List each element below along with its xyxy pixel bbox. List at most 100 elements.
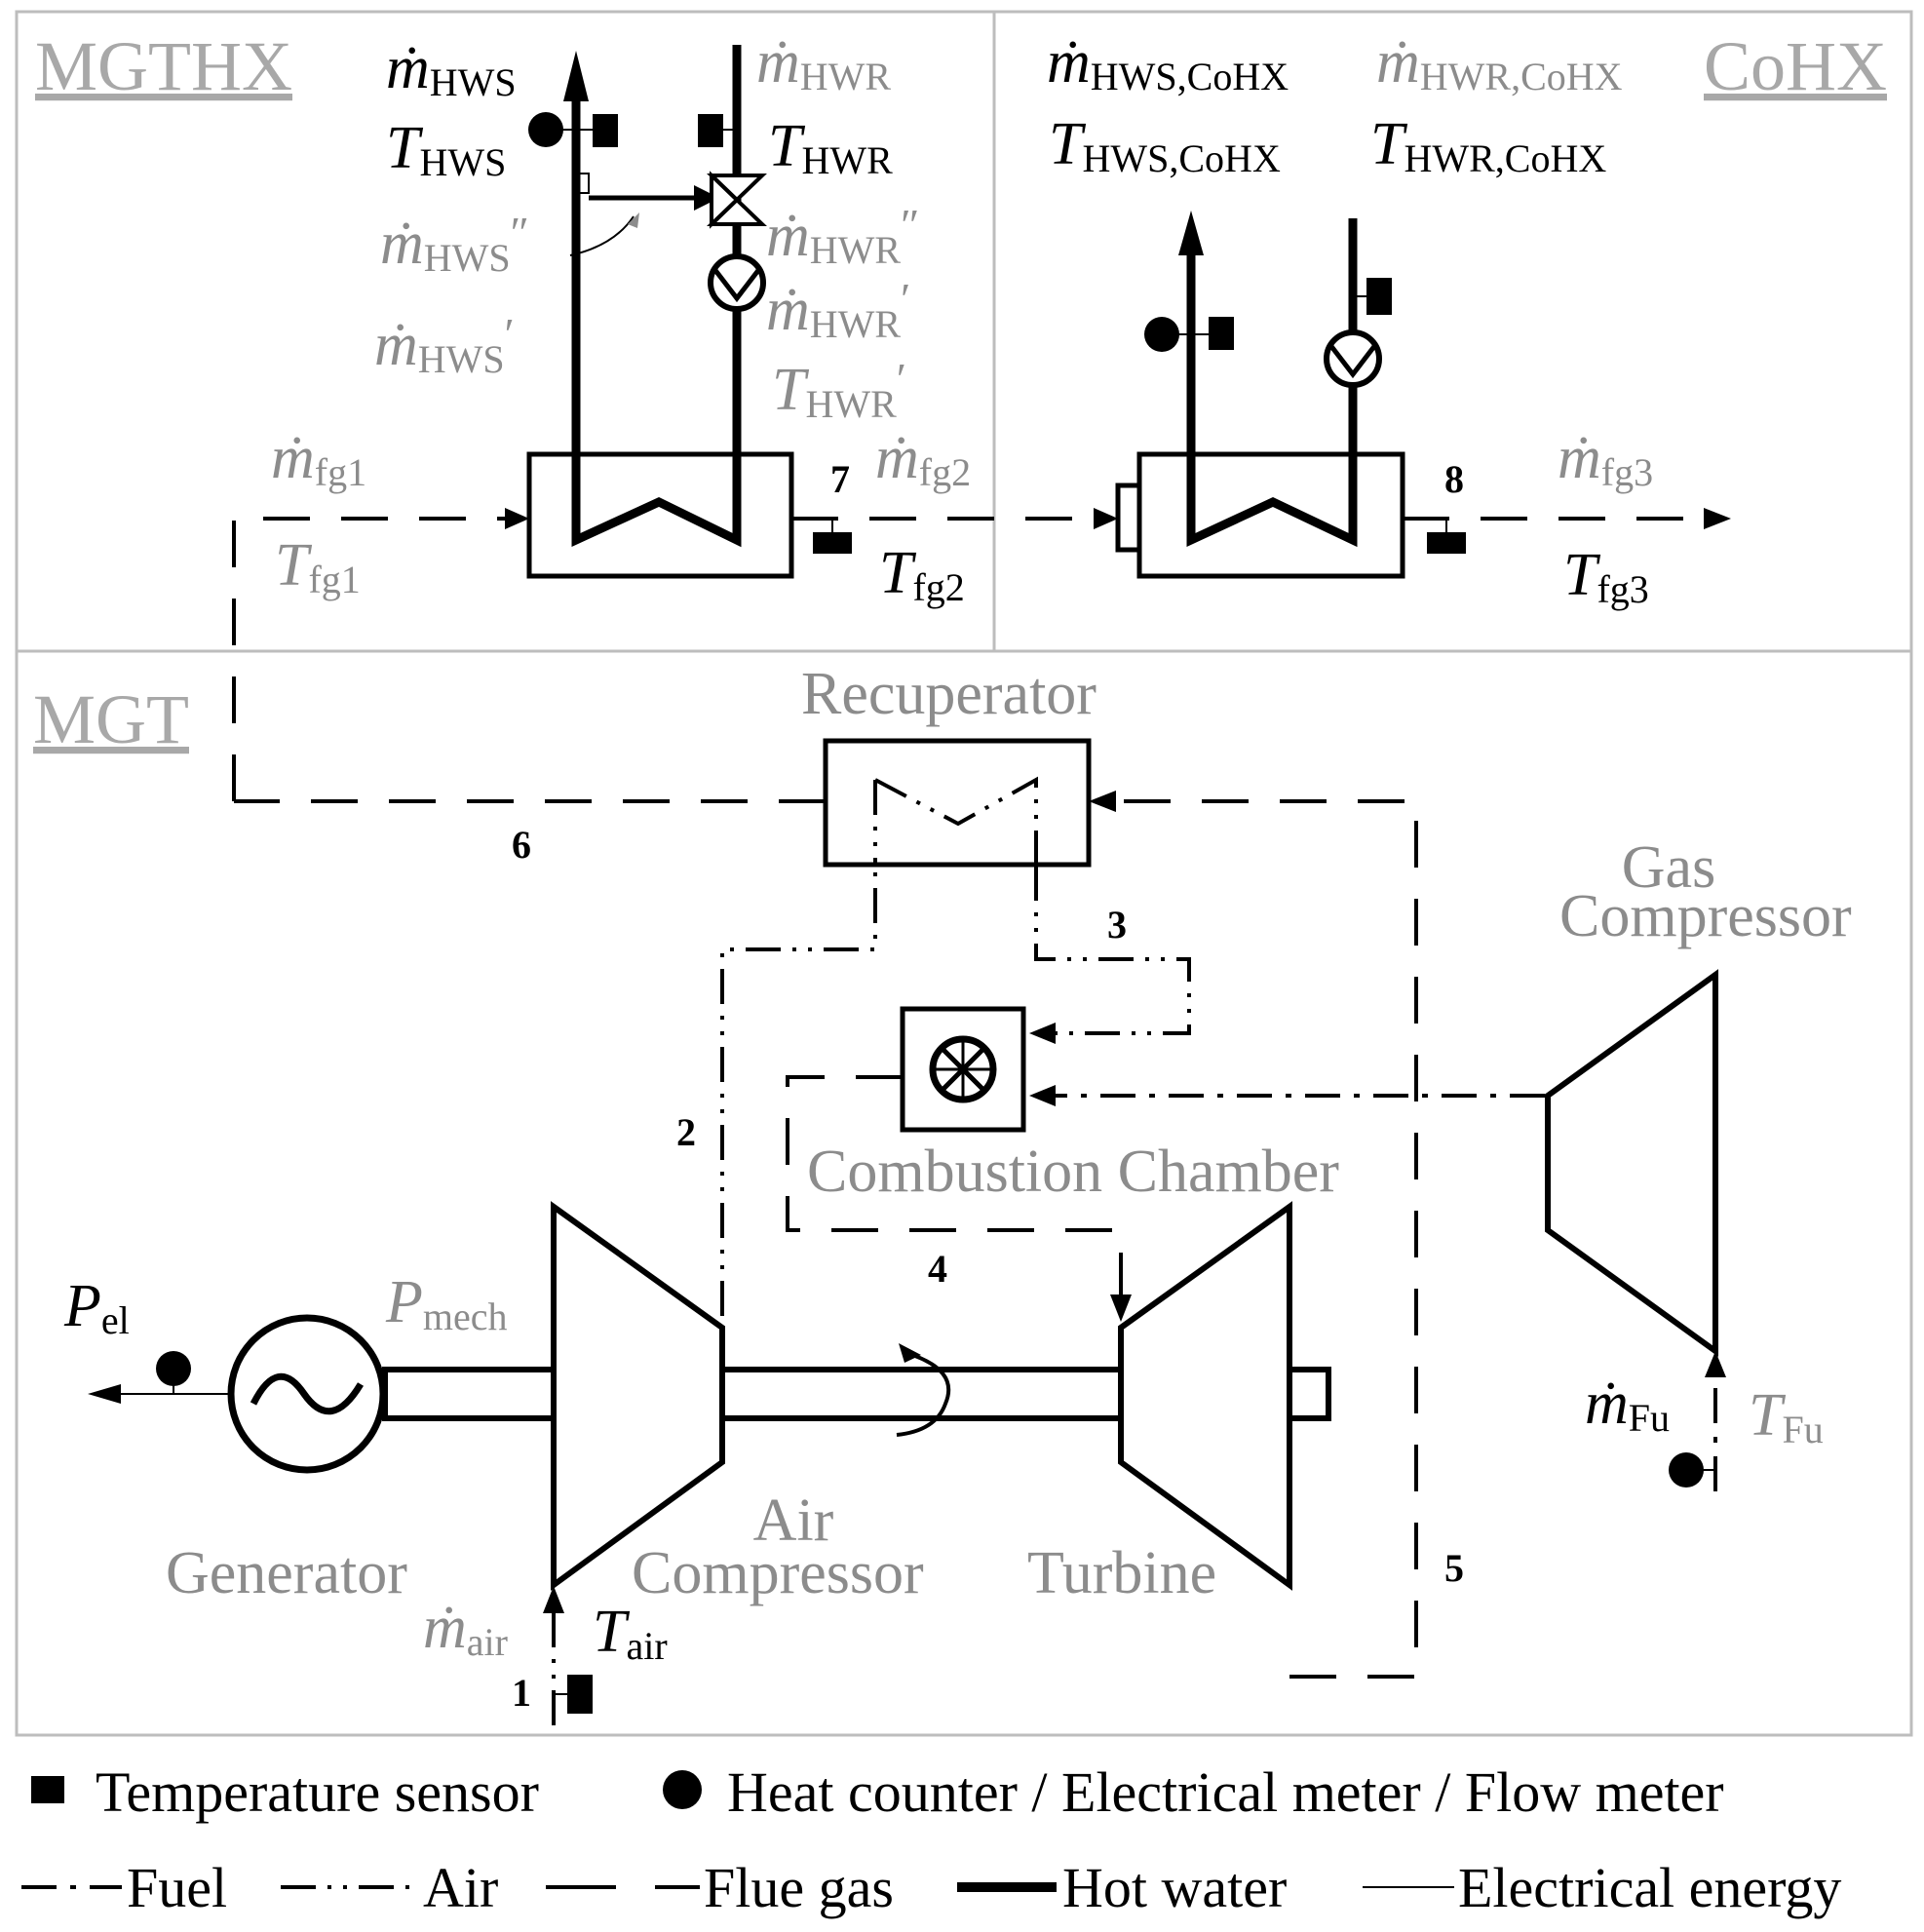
flue-gas-line-5 xyxy=(1114,799,1418,1679)
cohx-burner xyxy=(1115,483,1142,553)
mgthx-coil xyxy=(571,454,742,548)
section-label-mgthx: MGTHX xyxy=(35,27,292,105)
mixing-valve-side xyxy=(710,171,740,229)
symbol-m-hws: ṁHWS xyxy=(386,35,517,104)
mgthx-heat-exchanger xyxy=(526,451,794,579)
bypass-tee xyxy=(576,173,590,194)
hws-supply-arrow xyxy=(563,51,589,101)
mgthx-pump-symbol xyxy=(712,267,761,303)
bypass-arrow xyxy=(694,185,719,211)
cohx-hws-temperature-sensor xyxy=(1209,317,1234,350)
rotation-arrow xyxy=(896,1351,951,1437)
symbol-t-fu: TFu xyxy=(1749,1382,1824,1451)
section-label-mgt: MGT xyxy=(33,680,189,758)
symbol-m-fg2: ṁfg2 xyxy=(875,425,971,494)
air-inlet-temperature-sensor xyxy=(567,1675,593,1714)
legend-meter-icon xyxy=(663,1770,702,1809)
gas-compressor xyxy=(1545,969,1718,1357)
symbol-m-hws-cohx: ṁHWS,CoHX xyxy=(1047,29,1289,98)
flue-gas-line-4 xyxy=(786,1075,1123,1296)
state-number-5: 5 xyxy=(1444,1546,1464,1590)
symbol-m-air: ṁair xyxy=(423,1595,508,1664)
bypass-pointer xyxy=(569,215,635,256)
electrical-output-arrow xyxy=(88,1384,121,1404)
turbine xyxy=(1118,1201,1292,1591)
symbol-m-fu: ṁFu xyxy=(1585,1371,1670,1440)
state-number-8: 8 xyxy=(1444,457,1464,501)
cohx-pump-symbol xyxy=(1328,343,1377,379)
state-number-2: 2 xyxy=(676,1110,696,1154)
legend-temperature-sensor: Temperature sensor xyxy=(96,1760,539,1824)
recuperator-air-path xyxy=(874,776,1038,866)
symbol-m-hwr-prime: ṁHWR′ xyxy=(766,274,910,346)
air-line-2 xyxy=(720,866,877,1316)
diagram-frame xyxy=(15,10,1913,1737)
mgthx-pump xyxy=(708,253,766,312)
legend-temperature-sensor-icon xyxy=(31,1776,64,1803)
state-number-1: 1 xyxy=(512,1671,531,1715)
hwr-temperature-sensor xyxy=(698,114,723,147)
symbol-m-fg3: ṁfg3 xyxy=(1558,425,1653,494)
legend-flue-gas: Flue gas xyxy=(704,1856,894,1919)
label-gas-compressor-line1: Gas xyxy=(1622,834,1715,901)
symbol-t-fg1: Tfg1 xyxy=(275,532,361,601)
legend-fuel: Fuel xyxy=(127,1856,227,1919)
hws-temperature-sensor xyxy=(593,114,618,147)
legend-air: Air xyxy=(423,1856,498,1919)
state-number-4: 4 xyxy=(928,1247,947,1291)
ac-wave-icon xyxy=(250,1372,365,1415)
recuperator-inlet-arrow xyxy=(1089,791,1116,812)
section-label-cohx: CoHX xyxy=(1704,27,1887,105)
fg1-arrow xyxy=(505,508,529,529)
label-air-compressor-line1: Air xyxy=(753,1488,834,1554)
cc-fuel-arrow xyxy=(1029,1085,1056,1106)
symbol-t-hwr-cohx: THWR,CoHX xyxy=(1370,111,1606,180)
state-number-3: 3 xyxy=(1107,903,1127,947)
symbol-m-hws-double-prime: ṁHWS″ xyxy=(380,208,529,280)
fuel-inlet-arrow xyxy=(1705,1351,1726,1377)
air-line-3 xyxy=(1034,866,1191,1035)
label-air-compressor-line2: Compressor xyxy=(632,1540,924,1606)
air-inlet-arrow xyxy=(543,1586,564,1613)
legend-meter: Heat counter / Electrical meter / Flow m… xyxy=(727,1760,1724,1824)
label-generator: Generator xyxy=(166,1540,407,1606)
label-gas-compressor-line2: Compressor xyxy=(1559,883,1852,949)
fg3-temperature-sensor xyxy=(1427,532,1466,554)
symbol-p-el: Pel xyxy=(63,1273,130,1342)
symbol-m-hwr-cohx: ṁHWR,CoHX xyxy=(1376,29,1623,98)
recuperator xyxy=(823,738,1092,868)
symbol-t-hws-cohx: THWS,CoHX xyxy=(1049,111,1281,180)
state-number-6: 6 xyxy=(512,823,531,867)
fg3-arrow xyxy=(1704,508,1731,529)
legend-hot-water: Hot water xyxy=(1062,1856,1287,1919)
fg2-arrow xyxy=(1094,508,1118,529)
cc-air-arrow xyxy=(1029,1023,1056,1044)
flue-gas-line-fg1 xyxy=(232,517,507,801)
cohx-pump xyxy=(1324,329,1382,388)
label-combustion-chamber: Combustion Chamber xyxy=(807,1139,1339,1205)
symbol-m-hwr-double-prime: ṁHWR″ xyxy=(766,200,919,272)
cohx-heat-exchanger xyxy=(1136,451,1405,579)
label-recuperator: Recuperator xyxy=(801,661,1097,727)
fg2-temperature-sensor xyxy=(813,532,852,554)
symbol-t-hws: THWS xyxy=(386,115,506,184)
bypass-pointer-head xyxy=(628,213,639,228)
symbol-m-fg1: ṁfg1 xyxy=(271,425,366,494)
symbol-t-hwr-prime: THWR′ xyxy=(772,354,906,426)
symbol-t-fg3: Tfg3 xyxy=(1563,542,1649,611)
main-shaft xyxy=(719,1367,1124,1421)
symbol-m-hwr: ṁHWR xyxy=(756,29,891,98)
legend-electrical: Electrical energy xyxy=(1458,1856,1841,1919)
state-number-7: 7 xyxy=(830,457,850,501)
label-turbine: Turbine xyxy=(1027,1540,1216,1606)
cohx-hws-arrow xyxy=(1178,211,1204,255)
generator-shaft xyxy=(382,1367,557,1421)
shaft-end xyxy=(1287,1367,1331,1421)
cohx-coil xyxy=(1186,218,1358,548)
turbine-inlet-arrow xyxy=(1110,1294,1132,1322)
symbol-m-hws-prime: ṁHWS′ xyxy=(374,309,515,381)
symbol-t-fg2: Tfg2 xyxy=(879,540,965,609)
symbol-t-air: Tair xyxy=(593,1599,668,1668)
air-compressor xyxy=(551,1201,725,1591)
